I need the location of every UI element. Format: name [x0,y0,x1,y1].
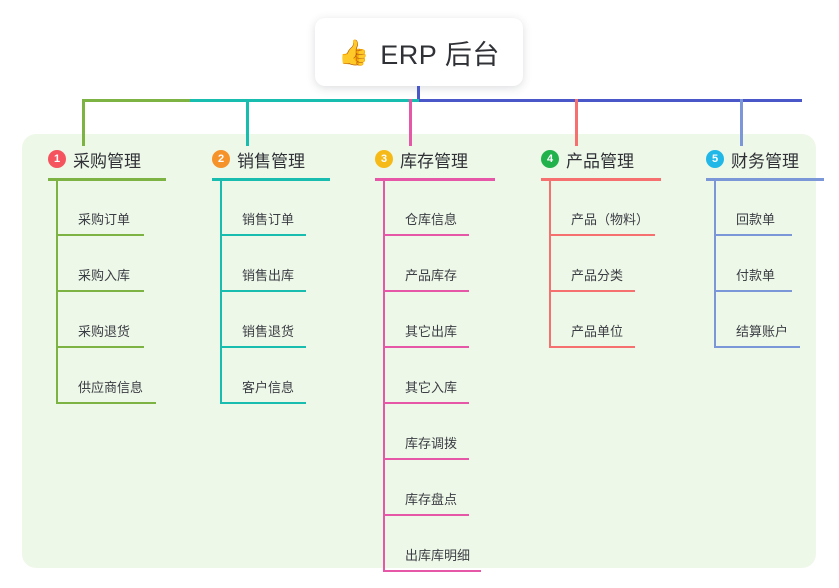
list-item-underline [383,346,469,348]
branch-badge-1: 1 [48,150,66,168]
branch-badge-4: 4 [541,150,559,168]
list-item-label: 销售退货 [242,324,295,339]
branch-库存管理: 3 库存管理仓库信息产品库存其它出库其它入库库存调拨库存盘点出库库明细 [357,146,495,572]
connector-branch-drop-1 [82,99,85,146]
branch-产品管理: 4 产品管理产品（物料） 产品分类产品单位 [523,146,661,348]
list-item-underline [220,346,306,348]
list-item-underline [383,234,469,236]
list-item-label: 产品库存 [405,268,458,283]
branch-财务管理: 5 财务管理回款单付款单结算账户 [688,146,824,348]
branch-underline-2 [212,178,330,181]
branch-stem-3 [383,180,385,572]
branch-underline-5 [706,178,824,181]
list-item-label: 库存盘点 [405,492,458,507]
connector-branch-drop-3 [409,99,412,146]
list-item-label: 其它出库 [405,324,458,339]
branch-title-1: 采购管理 [73,151,141,171]
list-item-underline [220,234,306,236]
list-item-underline [549,346,635,348]
list-item-label: 回款单 [736,212,776,227]
list-item-label: 其它入库 [405,380,458,395]
list-item-underline [383,402,469,404]
branch-header-4[interactable]: 4 产品管理 [523,146,634,172]
diagram-background-panel [22,134,816,568]
branch-header-5[interactable]: 5 财务管理 [688,146,799,172]
root-node-title: ERP 后台 [380,39,500,70]
branch-stem-1 [56,180,58,404]
list-item-underline [549,234,655,236]
list-item-underline [56,346,144,348]
branch-header-1[interactable]: 1 采购管理 [30,146,141,172]
list-item-underline [714,346,800,348]
branch-underline-4 [541,178,661,181]
list-item-underline [220,402,306,404]
list-item-underline [549,290,635,292]
list-item-label: 产品分类 [571,268,624,283]
connector-trunk-segment-3 [419,99,802,102]
list-item-underline [383,290,469,292]
list-item-label: 出库库明细 [405,548,471,563]
list-item-label: 仓库信息 [405,212,458,227]
branch-header-3[interactable]: 3 库存管理 [357,146,468,172]
branch-underline-1 [48,178,166,181]
connector-root-drop [417,86,420,100]
root-node[interactable]: 👍 ERP 后台 [315,18,523,86]
list-item-underline [714,234,792,236]
list-item-label: 销售订单 [242,212,295,227]
list-item-label: 结算账户 [736,324,789,339]
connector-trunk-segment-2 [190,99,419,102]
list-item-label: 采购订单 [78,212,131,227]
list-item-underline [220,290,306,292]
branch-title-3: 库存管理 [400,151,468,171]
list-item-underline [56,402,156,404]
list-item-underline [383,570,481,572]
branch-badge-5: 5 [706,150,724,168]
list-item-label: 付款单 [736,268,776,283]
branch-stem-4 [549,180,551,348]
branch-stem-2 [220,180,222,404]
branch-title-2: 销售管理 [237,151,305,171]
list-item-label: 采购退货 [78,324,131,339]
branch-underline-3 [375,178,495,181]
list-item-label: 产品单位 [571,324,624,339]
branch-badge-3: 3 [375,150,393,168]
list-item-label: 产品（物料） [571,212,650,227]
thumbs-up-icon: 👍 [338,37,370,67]
list-item-label: 客户信息 [242,380,295,395]
connector-trunk-segment-1 [82,99,190,102]
branch-销售管理: 2 销售管理销售订单销售出库销售退货客户信息 [194,146,330,404]
list-item-underline [56,234,144,236]
list-item-underline [383,514,469,516]
connector-branch-drop-5 [740,99,743,146]
branch-stem-5 [714,180,716,348]
branch-采购管理: 1 采购管理采购订单采购入库采购退货供应商信息 [30,146,166,404]
branch-title-5: 财务管理 [731,151,799,171]
list-item-label: 供应商信息 [78,380,144,395]
connector-branch-drop-4 [575,99,578,146]
list-item-label: 销售出库 [242,268,295,283]
connector-branch-drop-2 [246,99,249,146]
list-item-underline [56,290,144,292]
branch-title-4: 产品管理 [566,151,634,171]
branch-badge-2: 2 [212,150,230,168]
list-item-underline [714,290,792,292]
branch-header-2[interactable]: 2 销售管理 [194,146,305,172]
list-item-label: 采购入库 [78,268,131,283]
list-item-label: 库存调拨 [405,436,458,451]
list-item-underline [383,458,469,460]
